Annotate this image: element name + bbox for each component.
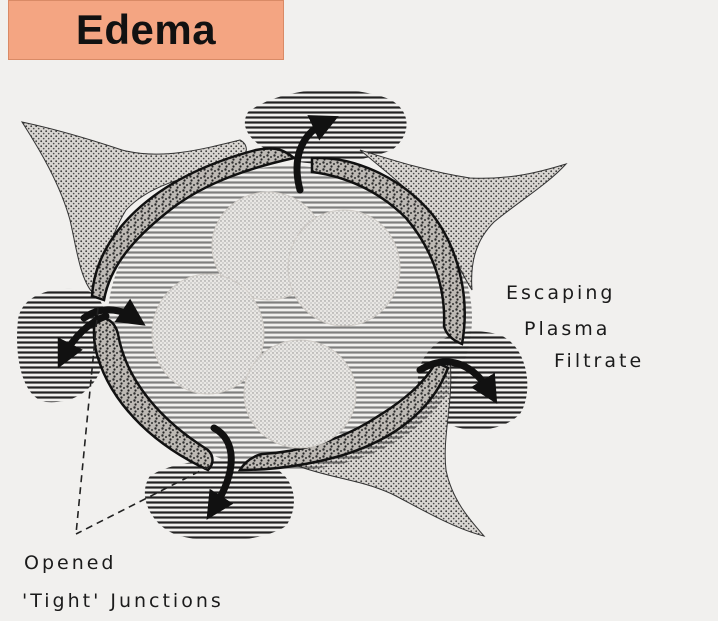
label-tight-junctions: 'Tight' Junctions (22, 590, 224, 612)
label-filtrate: Filtrate (554, 350, 644, 372)
label-opened: Opened (24, 552, 117, 574)
label-plasma: Plasma (524, 318, 610, 340)
red-blood-cell-2 (288, 210, 400, 326)
label-escaping: Escaping (506, 282, 615, 304)
red-blood-cell-4 (244, 340, 356, 448)
